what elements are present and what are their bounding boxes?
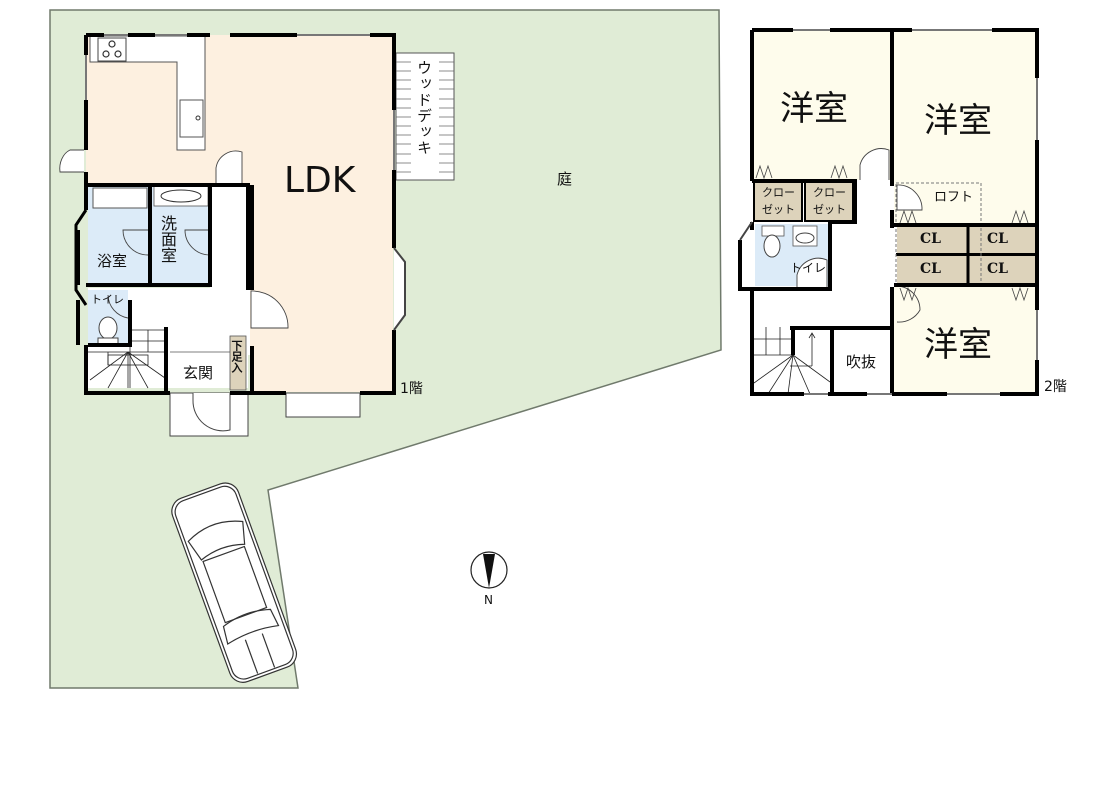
stove-icon [97, 37, 127, 62]
stairs-floor1 [88, 329, 168, 389]
car-icon [171, 482, 298, 683]
toilet-bowl-icon [98, 316, 118, 340]
room-label-western-room-2: 洋室 [924, 101, 992, 141]
door-toilet[interactable] [107, 294, 129, 319]
shoe-storage [229, 335, 247, 391]
cl-1 [897, 226, 967, 253]
room-label-washroom: 洗面室 [158, 215, 177, 263]
door-hall-ldk[interactable] [215, 150, 243, 184]
room-label-bath: 浴室 [97, 252, 128, 270]
door-kitchen-side[interactable] [59, 149, 84, 173]
north-label: N [484, 593, 493, 607]
door-washroom[interactable] [184, 229, 211, 256]
room-label-void: 吹抜 [846, 353, 877, 371]
bay-window-ldk [393, 247, 406, 331]
cl-3-label: CL [920, 261, 941, 277]
cl-3 [897, 256, 967, 283]
north-arrow-icon [470, 551, 508, 589]
closet-1 [753, 180, 803, 222]
bay-window-bath [74, 209, 88, 306]
floor2-plan [738, 28, 1039, 396]
cl-4-label: CL [987, 261, 1008, 277]
room-label-garden: 庭 [557, 170, 573, 188]
floor2-label: 2階 [1044, 379, 1067, 395]
room-label-ldk: LDK [284, 160, 356, 201]
cl-2 [969, 226, 1035, 253]
door-room2[interactable] [896, 184, 923, 211]
floor1-plan [59, 33, 455, 437]
western-room-3-area [894, 286, 1037, 394]
room-label-toilet2: トイレ [790, 261, 827, 275]
door-room1[interactable] [859, 148, 890, 180]
closet-1-label-line1: クロー [762, 186, 795, 199]
door-toilet2[interactable] [796, 257, 828, 287]
room-label-western-room-1: 洋室 [780, 89, 848, 129]
room-label-entrance: 玄関 [183, 364, 214, 382]
cl-2-label: CL [987, 231, 1008, 247]
floor1-label: 1階 [400, 381, 423, 397]
loft-outline [895, 182, 982, 286]
door-ldk-hall[interactable] [250, 290, 289, 329]
room-label-toilet: トイレ [91, 293, 124, 306]
sink-icon [179, 99, 204, 138]
room-label-western-room-3: 洋室 [924, 325, 992, 365]
door-bath[interactable] [122, 229, 149, 256]
window-ldk-south [285, 392, 361, 418]
room-label-wood-deck: ウッドデッキ [415, 60, 433, 156]
stairs-floor2 [752, 327, 831, 395]
cl-1-label: CL [920, 231, 941, 247]
cl-4 [969, 256, 1035, 283]
closet-2-label-line2: ゼット [813, 203, 846, 216]
door-room3[interactable] [896, 285, 921, 323]
closet-2-label-line1: クロー [813, 186, 846, 199]
front-door[interactable] [192, 393, 231, 432]
closet-1-label-line2: ゼット [762, 203, 795, 216]
room-label-shoe-storage: 下足入 [230, 340, 243, 373]
room-label-loft: ロフト [934, 190, 974, 205]
western-room-2-area [894, 30, 1037, 226]
